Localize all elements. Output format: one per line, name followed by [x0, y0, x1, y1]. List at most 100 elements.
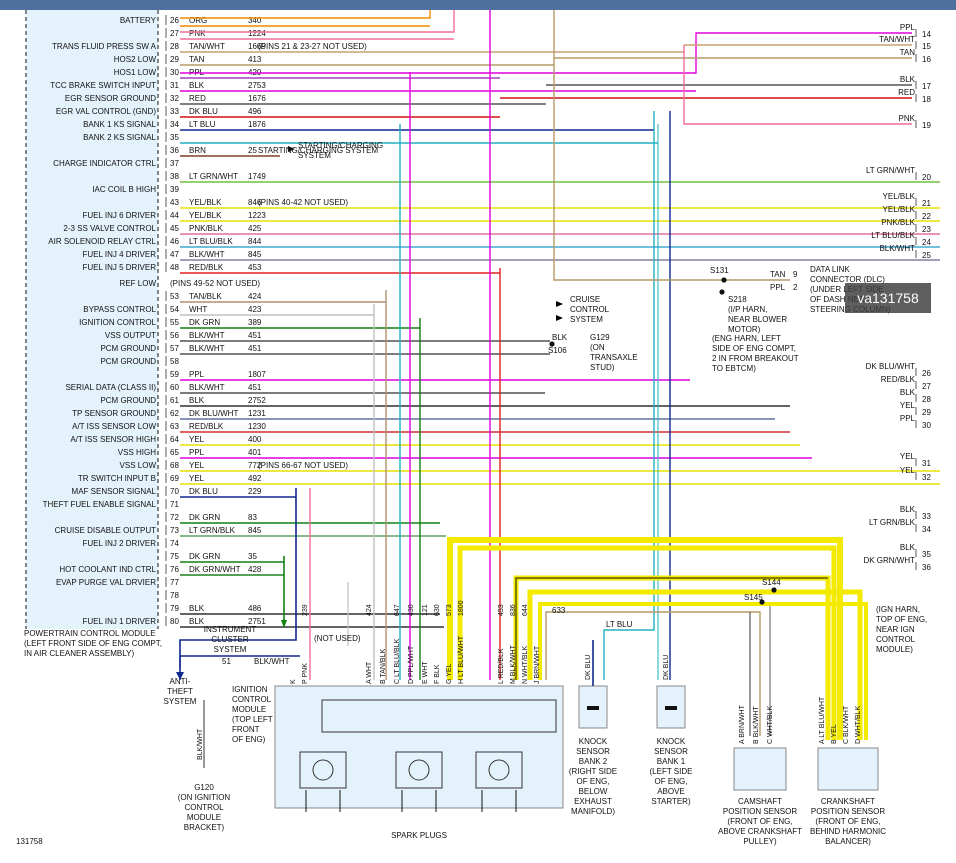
- wire-color-label: DK GRN: [189, 513, 220, 522]
- right-pin-number: 15: [922, 42, 931, 51]
- pcm-pin-number: 29: [170, 55, 179, 64]
- ign-harn-label: CONTROL: [876, 635, 916, 644]
- wire: [180, 10, 455, 33]
- pcm-pin-number: 32: [170, 94, 179, 103]
- pcm-pin-name: IGNITION CONTROL: [79, 318, 156, 327]
- knock-sensor-label: KNOCK: [579, 737, 608, 746]
- wire: [545, 611, 761, 736]
- wire-color-label: RED: [189, 94, 206, 103]
- splice-label: S145: [744, 593, 763, 602]
- ignition-module-label: (TOP LEFT: [232, 715, 273, 724]
- circuit-number: 633: [552, 606, 566, 615]
- knock-sensor-label: BELOW: [579, 787, 608, 796]
- circuit-number: 428: [248, 565, 262, 574]
- icm-circuit-number: 573: [446, 604, 453, 616]
- crank-pin-label: D WHT/BLK: [855, 706, 862, 744]
- instrument-cluster-label: INSTRUMENT: [204, 625, 257, 634]
- pcm-pin-number: 35: [170, 133, 179, 142]
- crankshaft-label: POSITION SENSOR: [811, 807, 885, 816]
- circuit-number: 423: [248, 305, 262, 314]
- right-pin-number: 19: [922, 121, 931, 130]
- circuit-number: 451: [248, 331, 262, 340]
- right-wire-label: RED: [898, 88, 915, 97]
- circuit-number: 492: [248, 474, 262, 483]
- wire-color-label: DK BLU: [663, 655, 670, 680]
- pcm-pin-name: HOS2 LOW: [114, 55, 157, 64]
- pcm-pin-number: 47: [170, 250, 179, 259]
- right-pin-number: 14: [922, 30, 931, 39]
- pcm-pin-number: 37: [170, 159, 179, 168]
- right-pin-number: 16: [922, 55, 931, 64]
- right-wire-label: DK GRN/WHT: [863, 556, 915, 565]
- wire-color-label: LT GRN/BLK: [189, 526, 236, 535]
- s218-label: S218: [728, 295, 747, 304]
- circuit-number: 25: [248, 146, 257, 155]
- wire-color-label: DK GRN: [189, 552, 220, 561]
- wire-color-label: PNK/BLK: [189, 224, 223, 233]
- pcm-pin-number: 45: [170, 224, 179, 233]
- pcm-pin-number: 38: [170, 172, 179, 181]
- right-wire-label: RED/BLK: [881, 375, 916, 384]
- circuit-number: 453: [248, 263, 262, 272]
- circuit-number: 424: [248, 292, 262, 301]
- pcm-pin-name: A/T ISS SENSOR LOW: [72, 422, 156, 431]
- circuit-number: 1749: [248, 172, 266, 181]
- camshaft-label: PULLEY): [743, 837, 777, 846]
- coil-winding: [312, 759, 334, 781]
- pcm-pin-name: BYPASS CONTROL: [83, 305, 156, 314]
- wire-color-label: BLK/WHT: [197, 728, 204, 760]
- right-wire-label: BLK: [900, 75, 916, 84]
- wire-color-label: BRN: [189, 146, 206, 155]
- right-pin-number: 30: [922, 421, 931, 430]
- pcm-pin-number: 63: [170, 422, 179, 431]
- wire-color-label: BLK/WHT: [189, 383, 225, 392]
- spark-plugs-label: SPARK PLUGS: [391, 831, 447, 840]
- pcm-caption: POWERTRAIN CONTROL MODULE: [24, 629, 156, 638]
- pin-number: 9: [793, 270, 798, 279]
- wire-color-label: LT GRN/WHT: [189, 172, 238, 181]
- arrow-head: [556, 301, 563, 307]
- pcm-pin-name: AIR SOLENOID RELAY CTRL: [48, 237, 156, 246]
- coil-pack: [299, 751, 347, 789]
- wire-color-label: DK BLU: [189, 487, 218, 496]
- pcm-pin-name: TRANS FLUID PRESS SW A: [52, 42, 157, 51]
- g120-label: G120: [194, 783, 214, 792]
- pcm-pin-number: 61: [170, 396, 179, 405]
- wire-color-label: PPL: [770, 283, 786, 292]
- right-pin-number: 25: [922, 251, 931, 260]
- splice-dot: [719, 289, 725, 295]
- g129-label: STUD): [590, 363, 615, 372]
- wire: [180, 10, 431, 19]
- wire: [179, 655, 300, 668]
- pcm-pin-number: 48: [170, 263, 179, 272]
- pcm-pin-name: EGR VAL CONTROL (GND): [56, 107, 156, 116]
- circuit-number: 451: [248, 344, 262, 353]
- right-wire-label: BLK: [900, 505, 916, 514]
- camshaft-label: (FRONT OF ENG,: [727, 817, 792, 826]
- right-wire-label: YEL: [900, 452, 916, 461]
- icm-circuit-number: 836: [510, 604, 517, 616]
- title-bar: [0, 0, 956, 10]
- circuit-number: 401: [248, 448, 262, 457]
- wire-color-label: BLK: [189, 81, 205, 90]
- wire-color-label: RED/BLK: [189, 263, 224, 272]
- wire-color-label: RED/BLK: [189, 422, 224, 431]
- right-wire-label: TAN/WHT: [879, 35, 915, 44]
- knock-sensor-label: EXHAUST: [574, 797, 612, 806]
- icm-pin-label: C LT BLU/BLK: [394, 638, 401, 684]
- circuit-number: 425: [248, 224, 262, 233]
- pcm-pin-number: 27: [170, 29, 179, 38]
- pcm-pin-name: FUEL INJ 4 DRIVER: [83, 250, 157, 259]
- pcm-pin-name: CHARGE INDICATOR CTRL: [53, 159, 156, 168]
- pin-note: (PINS 66-67 NOT USED): [258, 461, 348, 470]
- circuit-number: 1230: [248, 422, 266, 431]
- icm-circuit-number: 644: [522, 604, 529, 616]
- splice-dot: [771, 587, 777, 593]
- pcm-pin-number: 59: [170, 370, 179, 379]
- ignition-module-label: FRONT: [232, 725, 260, 734]
- wire-color-label: DK BLU/WHT: [189, 409, 238, 418]
- splice-dot: [549, 341, 555, 347]
- ign-harn-label: TOP OF ENG,: [876, 615, 927, 624]
